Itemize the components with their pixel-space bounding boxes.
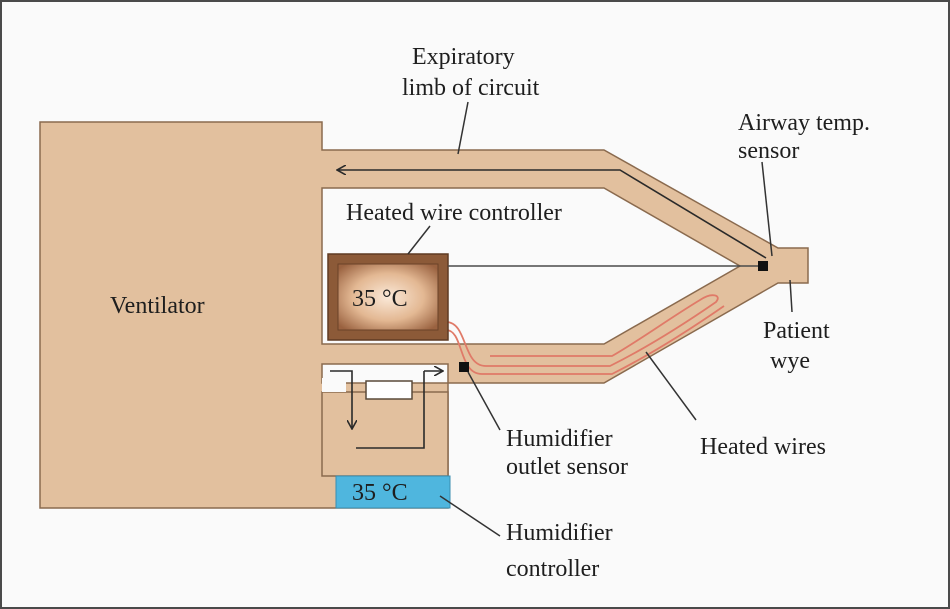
- label-airway-sensor-1: Airway temp.: [738, 110, 870, 136]
- label-heated-wire-controller: Heated wire controller: [346, 200, 562, 226]
- humidifier-outlet-sensor: [459, 362, 469, 372]
- heated-wire-2: [445, 305, 725, 375]
- humidifier-path: [356, 371, 425, 449]
- humidifier-window: [365, 380, 413, 400]
- leader-outlet-sensor: [467, 371, 501, 431]
- leader-controller: [407, 225, 431, 255]
- label-humidifier-controller-2: controller: [506, 556, 599, 582]
- label-patient-wye-1: Patient: [763, 318, 830, 344]
- leader-expiratory: [457, 101, 469, 155]
- leader-patient-wye: [789, 279, 793, 313]
- leader-heated-wires: [645, 351, 697, 421]
- expiratory-flow-arrow: [338, 170, 767, 259]
- leader-airway-sensor: [761, 161, 773, 257]
- water-reservoir: [335, 475, 451, 509]
- label-expiratory-2: limb of circuit: [402, 75, 540, 101]
- label-patient-wye-2: wye: [770, 348, 810, 374]
- heated-wire-1: [445, 294, 719, 367]
- humidifier-temp-readout: 35 °C: [352, 480, 408, 506]
- label-airway-sensor-2: sensor: [738, 138, 799, 164]
- humidifier-chamber: [321, 391, 449, 477]
- airway-temp-sensor: [758, 261, 768, 271]
- label-expiratory-1: Expiratory: [412, 44, 515, 70]
- label-humidifier-controller-1: Humidifier: [506, 520, 613, 546]
- humidifier-gap: [322, 378, 346, 392]
- label-outlet-sensor-1: Humidifier: [506, 426, 613, 452]
- heated-wire-temp-readout: 35 °C: [352, 286, 408, 312]
- leader-humidifier-controller: [439, 495, 501, 537]
- label-heated-wires: Heated wires: [700, 434, 826, 460]
- humidifier-inflow-arrow: [330, 370, 352, 428]
- label-outlet-sensor-2: outlet sensor: [506, 454, 628, 480]
- label-ventilator: Ventilator: [110, 293, 205, 319]
- controller-display: [337, 263, 439, 331]
